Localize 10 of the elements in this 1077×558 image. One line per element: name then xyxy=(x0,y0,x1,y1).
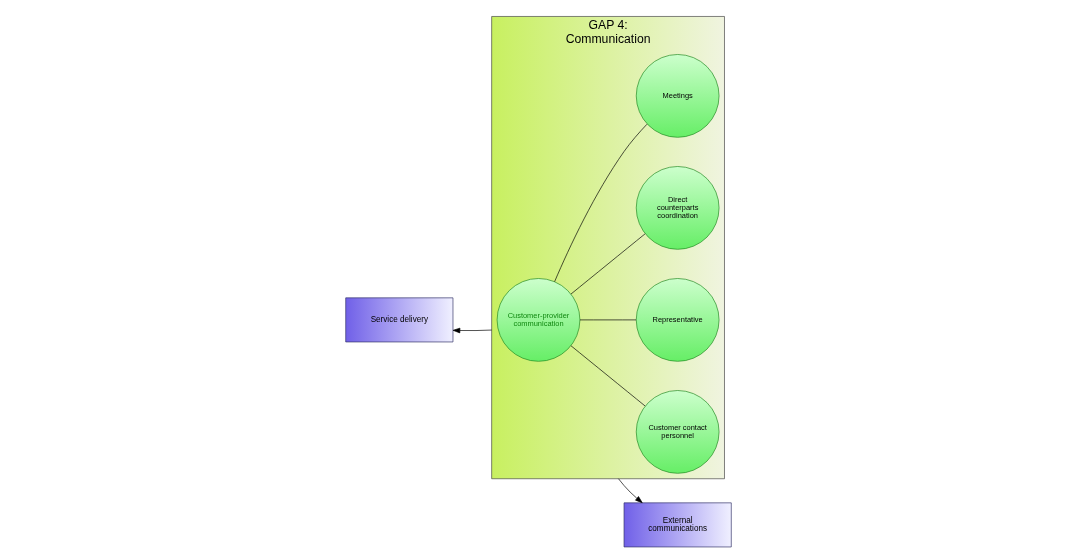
arrow xyxy=(618,478,643,503)
connector xyxy=(570,233,646,295)
connector xyxy=(554,123,648,282)
node-circle: Customer contact personnel xyxy=(635,390,720,474)
arrow xyxy=(452,327,492,334)
node-circle: Representative xyxy=(635,278,720,362)
connector xyxy=(570,345,646,407)
node-circle: Meetings xyxy=(635,54,720,138)
node-circle: Customer-provider communication xyxy=(496,278,581,362)
node-circle: Direct counterparts coordination xyxy=(635,166,720,250)
